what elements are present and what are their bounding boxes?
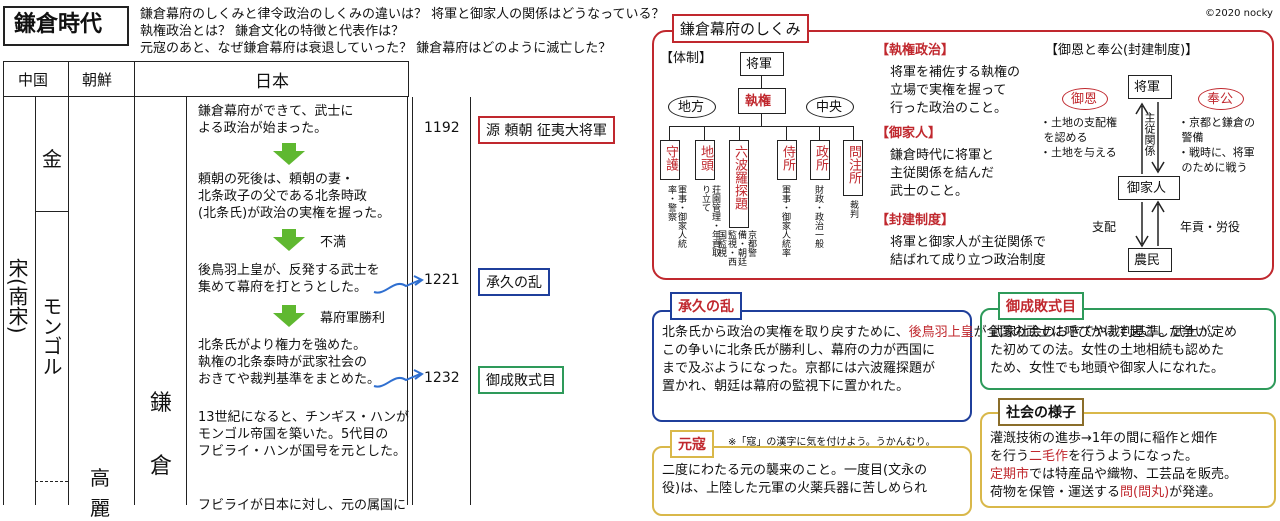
goon-circle — [1062, 88, 1108, 110]
chiho-label — [668, 96, 716, 118]
jokyu-panel — [652, 310, 972, 422]
jokyu-title: 承久の乱 — [670, 292, 742, 320]
question-3: 元寇のあと、なぜ鎌倉幕府は衰退していった？ 鎌倉幕府はどのように滅亡した？ — [140, 41, 612, 56]
shakai-line-4: 荷物を保管・運送する問(問丸)が発達。 — [990, 485, 1222, 500]
event-2: 頼朝の死後は、頼朝の妻・ 北条政子の父である北条時政 (北条氏)が政治の実権を握… — [198, 172, 391, 221]
node-shogun-2 — [1128, 75, 1172, 99]
heading-gokenin: 【御家人】 — [876, 126, 942, 141]
question-1: 鎌倉幕府のしくみと律令政治のしくみの違いは？ 将軍と御家人の関係はどうなっている… — [140, 7, 665, 22]
event-4: 北条氏がより権力を強めた。 執権の北条泰時が武家社会の おきてや裁判基準をまとめ… — [198, 338, 381, 387]
node-shikken — [738, 88, 786, 114]
arrow-label-victory: 幕府軍勝利 — [320, 311, 386, 326]
event-3: 後鳥羽上皇が、反発する武士を 集めて幕府を打とうとした。 — [198, 263, 380, 295]
shikimoku-panel — [980, 308, 1276, 390]
tag-minamoto: 源 頼朝 征夷大将軍 — [478, 116, 615, 144]
node-nomin — [1128, 248, 1172, 272]
question-2: 執権政治とは？ 鎌倉文化の特徴と代表作は？ — [140, 24, 405, 39]
heading-hoken: 【封建制度】 — [876, 213, 955, 228]
hoko-circle — [1198, 88, 1244, 110]
shikumi-panel — [652, 30, 1274, 280]
shakai-line-3: 定期市では特産品や織物、工芸品を販売。 — [990, 467, 1238, 482]
year-1232: 1232 — [424, 370, 460, 386]
korea-goryeo-2: 麗 — [90, 496, 110, 520]
heading-shikken-seiji: 【執権政治】 — [876, 43, 955, 58]
office-shugo — [660, 140, 680, 180]
office-rokuhara — [729, 140, 749, 228]
down-arrow-icon — [273, 237, 305, 251]
arrow-label-fuman: 不満 — [320, 235, 347, 250]
shikimoku-body: 武家社会のおきてや裁判基準。武士が定め た初めての法。女性の土地相続も認めた た… — [990, 325, 1238, 376]
link-arrow-icon — [373, 275, 424, 294]
year-1192: 1192 — [424, 120, 460, 136]
office-jito — [695, 140, 715, 180]
tag-jokyu: 承久の乱 — [478, 268, 550, 296]
column-japan: 日本 — [255, 72, 289, 92]
office-mandokoro — [810, 140, 830, 180]
shikumi-title: 鎌倉幕府のしくみ — [672, 14, 809, 43]
event-1: 鎌倉幕府ができて、武士に よる政治が始まった。 — [198, 104, 354, 136]
column-korea: 朝鮮 — [82, 71, 113, 89]
shakai-line-2: を行う二毛作を行うようになった。 — [990, 449, 1199, 464]
office-monchujo — [843, 140, 863, 196]
node-gokenin — [1118, 176, 1180, 200]
def-shikken-seiji: 将軍を補佐する執権の 立場で実権を握って 行った政治のこと。 — [890, 65, 1021, 116]
page-title: 鎌倉時代 — [14, 12, 103, 37]
taisei-label: 【体制】 — [660, 51, 713, 66]
genko-body: 二度にわたる元の襲来のこと。一度目(文永の 役)は、上陸した元軍の火薬兵器に苦し… — [662, 463, 928, 496]
event-6: フビライが日本に対し、元の属国に — [198, 498, 407, 513]
heading-goon-hoko: 【御恩と奉公(封建制度)】 — [1045, 43, 1199, 58]
genko-note: ※「寇」の漢字に気を付けよう。うかんむり。 — [728, 437, 936, 448]
shakai-title: 社会の様子 — [998, 398, 1084, 426]
def-hoken: 将軍と御家人が主従関係で 結ばれて成り立つ政治制度 — [890, 235, 1047, 268]
office-samuraidokoro — [777, 140, 797, 180]
down-arrow-icon — [273, 151, 305, 165]
chuo-label — [806, 96, 854, 118]
column-china: 中国 — [18, 71, 49, 89]
down-arrow-icon — [273, 313, 305, 327]
jokyu-body: 北条氏から政治の実権を取り戻すために、後鳥羽上皇が全国の武士に呼びかけて起こした… — [662, 325, 1221, 394]
genko-title: 元寇 — [670, 430, 714, 458]
china-jin: 金 — [42, 147, 62, 171]
shakai-line-1: 灌漑技術の進歩→1年の間に稲作と畑作 — [990, 431, 1218, 446]
table-header — [3, 61, 409, 97]
shikimoku-title: 御成敗式目 — [998, 292, 1084, 320]
goon-items: ・土地の支配権 を認める ・土地を与える — [1040, 116, 1117, 159]
korea-goryeo: 高 — [90, 466, 110, 490]
shihai-label: 支配 — [1092, 220, 1117, 234]
year-1221: 1221 — [424, 272, 460, 288]
nengu-label: 年貢・労役 — [1180, 220, 1241, 234]
node-shogun — [740, 52, 784, 76]
china-song: 宋(南宋) — [5, 258, 29, 334]
mutual-arrows-icon — [1135, 200, 1165, 248]
period-kura: 倉 — [150, 454, 173, 479]
def-gokenin: 鎌倉時代に将軍と 主従関係を結んだ 武士のこと。 — [890, 148, 995, 199]
jujukankei-label: 主従関係 — [1143, 112, 1156, 156]
link-arrow-icon — [373, 369, 424, 388]
hoko-items: ・京都と鎌倉の 警備 ・戦時に、将軍 のために戦う — [1178, 116, 1255, 174]
china-mongol: モンゴル — [39, 296, 63, 376]
event-5: 13世紀になると、チンギス・ハンが モンゴル帝国を築いた。5代目の フビライ・ハ… — [198, 410, 410, 459]
page-title-box — [3, 6, 129, 46]
tag-shikimoku: 御成敗式目 — [478, 366, 564, 394]
mutual-arrows-icon — [1135, 102, 1165, 174]
period-kama: 鎌 — [150, 391, 173, 416]
copyright: ©2020 nocky — [1205, 8, 1273, 19]
